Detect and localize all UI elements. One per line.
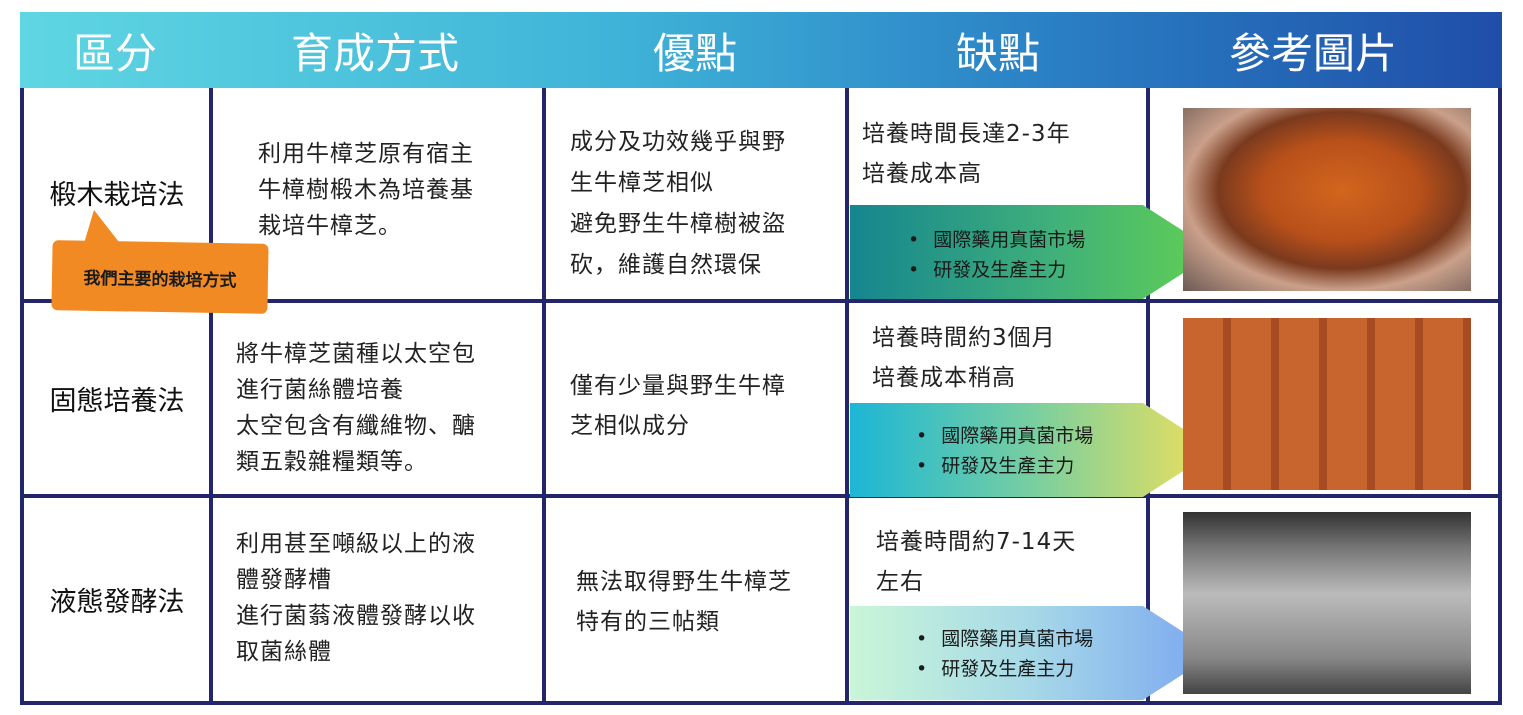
category-label: 液態發酵法 [49,586,185,618]
pros-text: 成分及功效幾乎與野生牛樟芝相似避免野生牛樟樹被盜砍，維護自然環保 [570,129,786,278]
header-category: 區分 [72,28,157,78]
divider [845,88,849,705]
header-cons: 缺點 [955,28,1040,78]
table-header: 區分 育成方式 優點 缺點 參考圖片 [20,12,1502,88]
divider [20,494,1502,498]
market-arrow: 國際藥用真菌市場研發及生產主力 [850,606,1216,700]
divider [20,701,1502,705]
market-arrow: 國際藥用真菌市場研發及生產主力 [850,403,1216,497]
cons-text: 培養時間約3個月培養成本稍高 [872,325,1056,391]
divider [20,299,1502,303]
market-arrow: 國際藥用真菌市場研發及生產主力 [850,205,1216,299]
divider [1498,88,1502,705]
header-pros: 優點 [652,28,737,78]
pros-text: 無法取得野生牛樟芝特有的三帖類 [576,569,792,635]
divider [542,88,546,705]
cons-text: 培養時間長達2-3年培養成本高 [862,121,1071,187]
divider [20,88,24,705]
divider [1146,88,1150,705]
method-text: 將牛樟芝菌種以太空包進行菌絲體培養太空包含有纖維物、醣類五穀雜糧類等。 [236,341,476,475]
header-method: 育成方式 [290,28,459,78]
method-text: 利用甚至噸級以上的液體發酵槽進行菌蓊液體發酵以收取菌絲體 [236,531,476,665]
category-label: 椴木栽培法 [49,179,185,211]
photo-wood-cultivated [1183,108,1471,291]
pros-text: 僅有少量與野生牛樟芝相似成分 [570,373,786,439]
photo-solid-state-culture [1183,318,1471,490]
category-label: 固態培養法 [49,385,185,417]
header-image: 參考圖片 [1228,28,1397,78]
photo-fermentation-tanks [1183,512,1471,694]
divider [209,88,213,705]
cons-text: 培養時間約7-14天左右 [876,529,1077,595]
method-text: 利用牛樟芝原有宿主牛樟樹椴木為培養基栽培牛樟芝。 [258,141,474,239]
